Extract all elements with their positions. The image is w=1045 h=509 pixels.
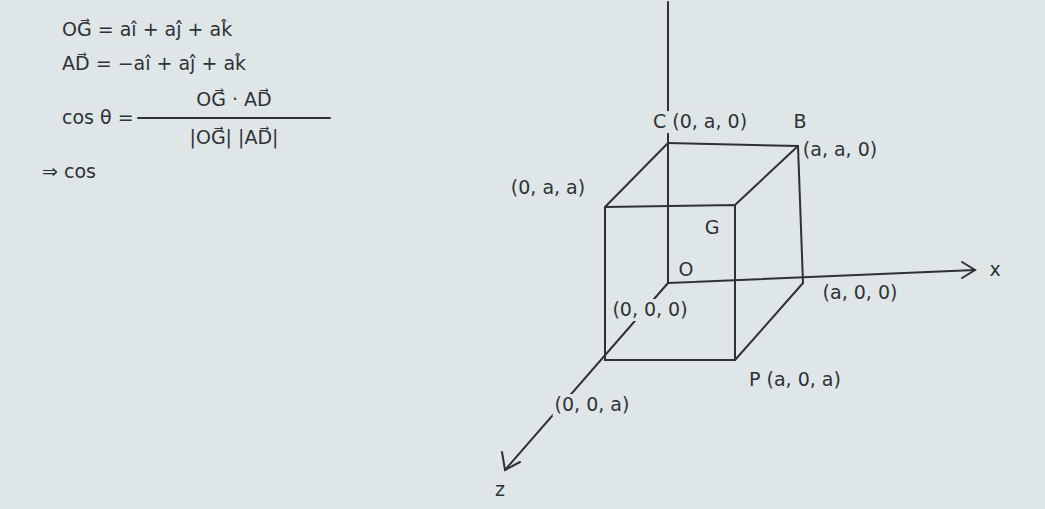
x-axis <box>668 270 975 283</box>
cube-edge <box>605 143 668 207</box>
axis-label: x <box>987 259 1002 281</box>
equation: ⇒ cos <box>40 161 98 183</box>
z-arrowhead <box>502 452 520 470</box>
point-label: (a, a, 0) <box>801 139 879 161</box>
equation: cos θ = <box>60 107 136 129</box>
point-label: (0, 0, a) <box>553 394 632 416</box>
equation: AD⃗ = −aî + aĵ + ak̂ <box>60 53 248 75</box>
point-label: (0, a, a) <box>509 177 587 199</box>
point-name: O <box>677 259 696 281</box>
fraction-numerator: OG⃗ · AD⃗ <box>194 89 273 111</box>
fraction-bar <box>138 117 330 119</box>
cube-edge <box>735 283 803 360</box>
fraction-denominator: |OG⃗| |AD⃗| <box>188 127 281 149</box>
point-label: P (a, 0, a) <box>747 369 843 391</box>
x-arrowhead <box>962 262 975 278</box>
point-label: C (0, a, 0) <box>651 111 749 133</box>
equation: OG⃗ = aî + aĵ + ak̂ <box>60 19 234 41</box>
point-label: (a, 0, 0) <box>821 282 900 304</box>
axis-label: z <box>493 479 507 501</box>
cube-edge <box>605 205 735 360</box>
cube-edge <box>735 146 798 205</box>
point-name: G <box>703 217 722 239</box>
point-name: B <box>791 111 808 133</box>
point-label: (0, 0, 0) <box>610 299 689 321</box>
